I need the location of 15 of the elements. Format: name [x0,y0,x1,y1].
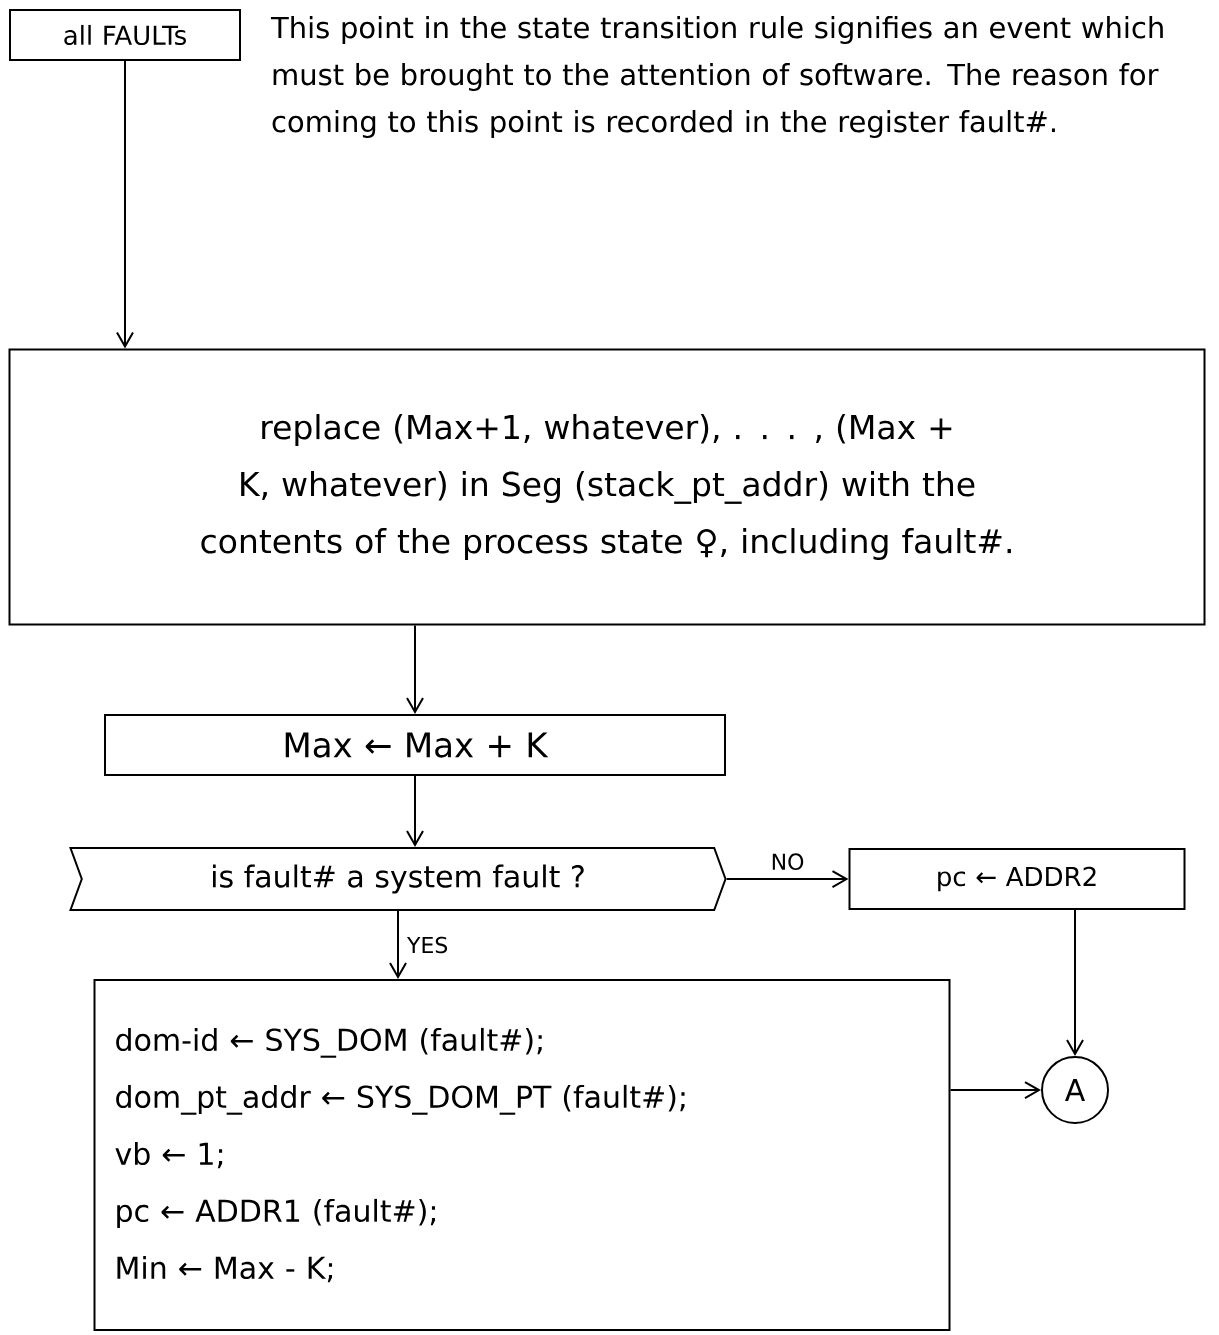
arrow [116,60,134,349]
process-box: dom-id ← SYS_DOM (fault#); dom_pt_addr ← SYS_DOM_PT (fault#); vb ← 1; pc ← ADDR1 (fault#); Min ← Max - K; [93,979,951,1331]
process-box: Max ← Max + K [104,714,726,776]
edge-label: YES [406,936,448,954]
process-box: pc ← ADDR2 [848,848,1186,910]
process-box: all FAULTs [9,9,241,61]
arrow [406,775,424,847]
edge-label: NO [772,853,804,870]
note-text: This point in the state transition rule signifies an event which must be brought to the attention of software. The reason for coming to this point is recorded in the register fault#. [270,16,1163,139]
arrow [406,624,424,714]
arrow [725,870,849,888]
arrow [949,1081,1041,1099]
arrow [389,910,407,979]
arrow [1066,909,1084,1056]
process-box: replace (Max+1, whatever), . . . , (Max + K, whatever) in Seg (stack_pt_addr) with the contents of the process state ♀, including fault#. [8,348,1206,626]
